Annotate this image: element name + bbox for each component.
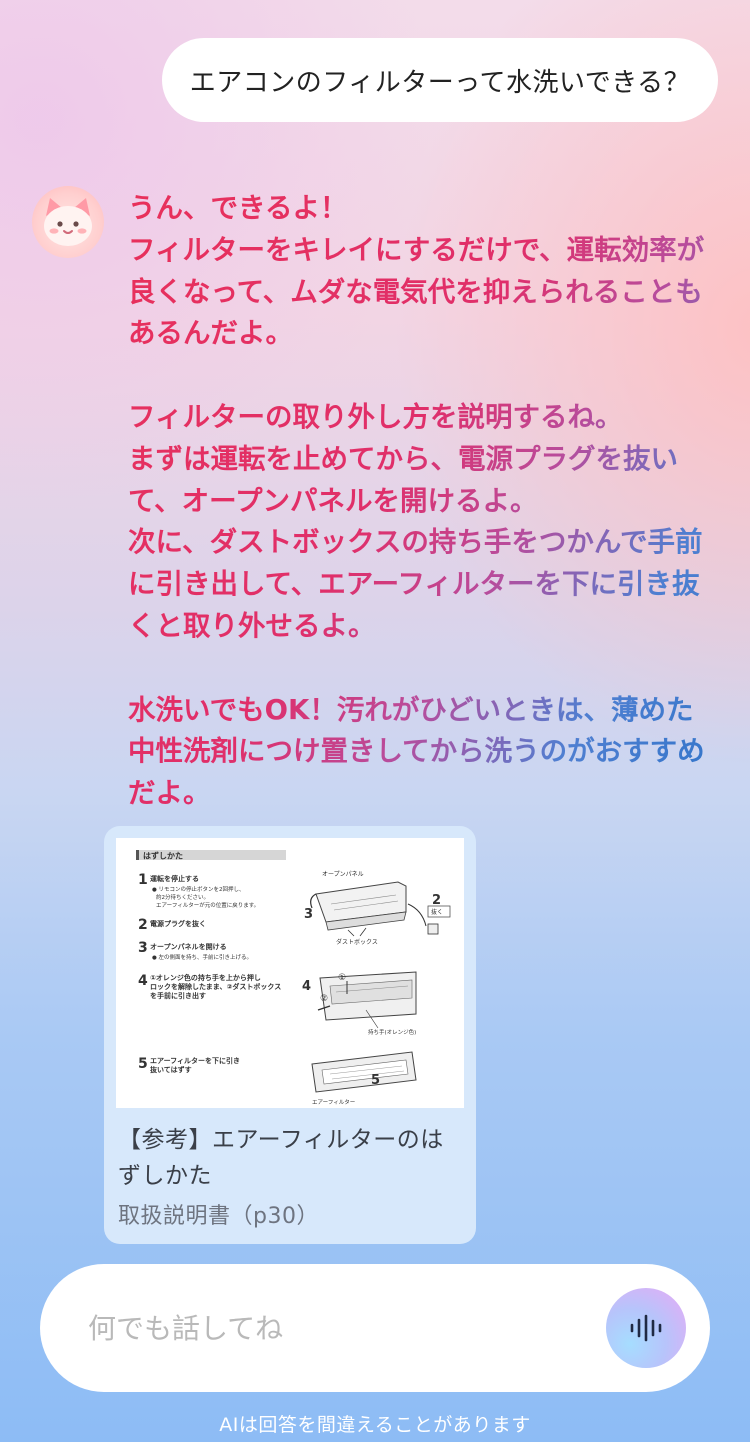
svg-text:エアーフィルターが元の位置に戻ります。: エアーフィルターが元の位置に戻ります。 xyxy=(156,901,259,909)
svg-text:約2分待ちください。: 約2分待ちください。 xyxy=(156,893,209,901)
cat-avatar-icon xyxy=(32,186,104,258)
svg-text:オープンパネル: オープンパネル xyxy=(322,871,364,878)
message-input[interactable] xyxy=(88,1300,568,1356)
svg-text:持ち手(オレンジ色): 持ち手(オレンジ色) xyxy=(368,1028,416,1036)
illustration-dust-box: 4 ① ② 持ち手(オレンジ色) xyxy=(302,971,417,1036)
assistant-reply: うん、できるよ！ フィルターをキレイにするだけで、運転効率が良くなって、ムダな電… xyxy=(128,188,718,815)
reference-source: 取扱説明書（p30） xyxy=(118,1204,319,1229)
svg-text:運転を停止する: 運転を停止する xyxy=(150,874,199,883)
svg-text:3: 3 xyxy=(304,907,313,922)
manual-step-3: 3 オープンパネルを開ける ● 左の側面を持ち、手前に引き上げる。 xyxy=(138,940,252,961)
svg-text:2: 2 xyxy=(432,893,441,908)
svg-text:4: 4 xyxy=(138,973,148,989)
user-message-text: エアコンのフィルターって水洗いできる？ xyxy=(189,67,691,98)
manual-step-2: 2 電源プラグを抜く xyxy=(138,917,206,933)
svg-text:①オレンジ色の持ち手を上から押し: ①オレンジ色の持ち手を上から押し xyxy=(150,973,261,982)
svg-text:2: 2 xyxy=(138,917,148,933)
user-message-bubble: エアコンのフィルターって水洗いできる？ xyxy=(162,38,718,122)
voice-wave-icon xyxy=(630,1314,662,1342)
svg-text:5: 5 xyxy=(371,1073,380,1088)
svg-text:5: 5 xyxy=(138,1056,148,1072)
svg-text:● 左の側面を持ち、手前に引き上げる。: ● 左の側面を持ち、手前に引き上げる。 xyxy=(152,953,252,961)
reference-title[interactable]: 【参考】エアーフィルターのはずしかた xyxy=(118,1127,444,1189)
svg-text:オープンパネルを開ける: オープンパネルを開ける xyxy=(150,942,227,951)
illustration-open-panel: オープンパネル 3 ダストボックス 2 抜く xyxy=(304,871,451,946)
svg-text:1: 1 xyxy=(138,872,148,888)
svg-text:電源プラグを抜く: 電源プラグを抜く xyxy=(150,919,206,928)
svg-text:エアーフィルター: エアーフィルター xyxy=(312,1098,355,1106)
ai-disclaimer: AIは回答を間違えることがあります xyxy=(219,1414,531,1436)
svg-text:抜いてはずす: 抜いてはずす xyxy=(150,1065,192,1074)
manual-step-1: 1 運転を停止する ● リモコンの停止ボタンを2回押し、 約2分待ちください。 … xyxy=(138,872,259,909)
svg-text:ロックを解除したまま、②ダストボックス: ロックを解除したまま、②ダストボックス xyxy=(150,982,281,991)
voice-input-button[interactable] xyxy=(606,1288,686,1368)
message-composer xyxy=(40,1264,710,1392)
svg-text:を手前に引き出す: を手前に引き出す xyxy=(150,991,206,1000)
svg-text:● リモコンの停止ボタンを2回押し、: ● リモコンの停止ボタンを2回押し、 xyxy=(152,885,245,893)
manual-page-image: はずしかた 1 運転を停止する ● リモコンの停止ボタンを2回押し、 約2分待ち… xyxy=(116,838,464,1108)
svg-text:①: ① xyxy=(338,973,346,983)
manual-step-4: 4 ①オレンジ色の持ち手を上から押し ロックを解除したまま、②ダストボックス を… xyxy=(138,973,281,1000)
svg-text:4: 4 xyxy=(302,979,311,994)
svg-text:3: 3 xyxy=(138,940,148,956)
svg-text:②: ② xyxy=(320,994,328,1004)
manual-step-5: 5 エアーフィルターを下に引き 抜いてはずす xyxy=(138,1056,240,1074)
manual-header: はずしかた xyxy=(143,851,183,861)
reference-card[interactable]: はずしかた 1 運転を停止する ● リモコンの停止ボタンを2回押し、 約2分待ち… xyxy=(104,826,476,1244)
illustration-air-filter: 5 エアーフィルター xyxy=(311,1051,417,1106)
svg-text:抜く: 抜く xyxy=(431,908,443,916)
svg-text:ダストボックス: ダストボックス xyxy=(336,938,378,946)
svg-text:エアーフィルターを下に引き: エアーフィルターを下に引き xyxy=(150,1056,240,1065)
